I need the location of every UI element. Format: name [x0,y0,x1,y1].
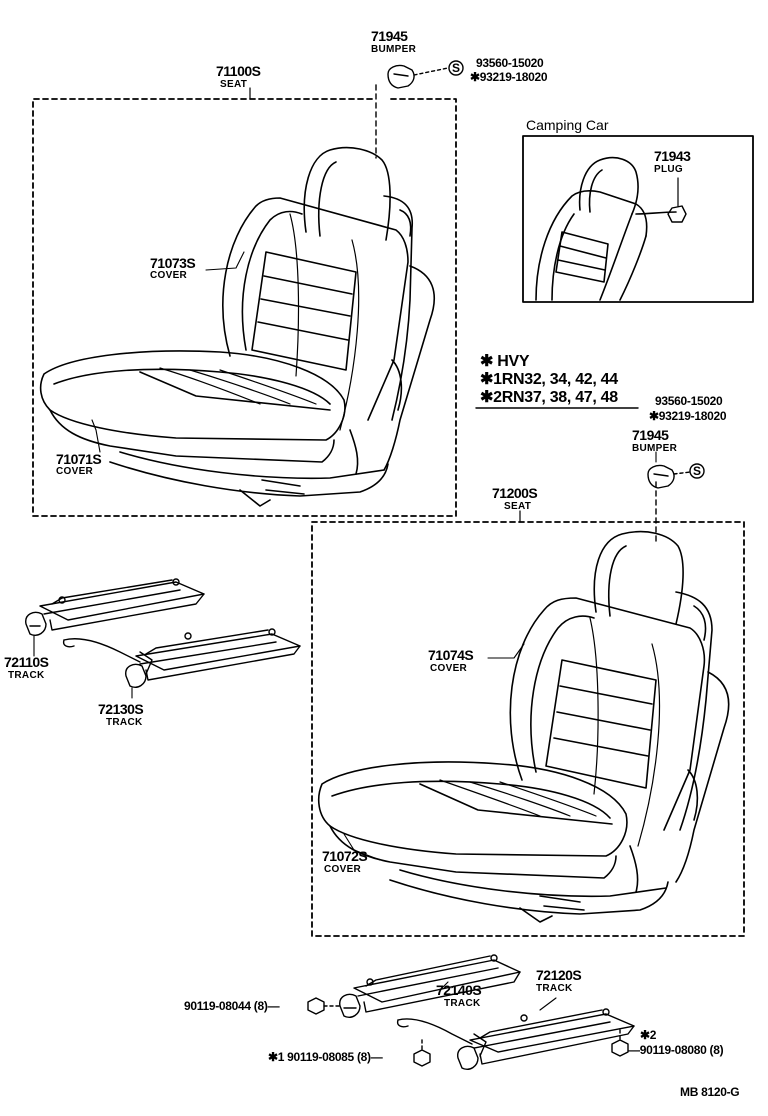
label-72110s-name: TRACK [8,670,45,681]
label-71945-upper-name: BUMPER [371,44,417,55]
part-number-mid-a: 93560-15020 [655,394,723,408]
seat-71200s-group-box [311,521,745,937]
label-71071s-name: COVER [56,466,94,477]
label-71945-lower-name: BUMPER [632,443,678,454]
inset-title: Camping Car [526,117,609,133]
track-72110s-part [25,578,205,636]
legend-line-1: ✱ HVY [480,353,530,370]
bolt-90119-08080-part [611,1029,629,1057]
part-number-bolt-left: 90119-08044 (8)— [184,999,280,1013]
inset-seat-drawing [535,156,687,301]
label-71074s-num: 71074S [428,647,474,663]
leader-lines [33,251,657,1011]
upper-seat-drawing [39,146,435,507]
part-number-bolt-right: —90119-08080 (8) [628,1043,724,1057]
s-symbol-upper-label: S [452,61,460,75]
label-72120s-num: 72120S [536,967,582,983]
label-71071s-num: 71071S [56,451,102,467]
label-71073s-num: 71073S [150,255,196,271]
page-code: MB 8120-G [680,1085,740,1099]
s-symbol-lower-label: S [693,464,701,478]
label-71074s-name: COVER [430,663,468,674]
part-number-bolt-right-mark: ✱2 [640,1028,657,1042]
label-71200s-num: 71200S [492,485,538,501]
track-72140s-part [339,954,521,1018]
track-72120s-part [396,1008,635,1070]
label-71200s-name: SEAT [504,501,532,512]
inset-camping-car-box [522,135,754,303]
label-72110s-num: 72110S [4,654,49,670]
legend-line-3: ✱2RN37, 38, 47, 48 [480,389,618,406]
label-71943-name: PLUG [654,164,683,175]
bolt-90119-08044-part [307,997,341,1015]
bumper-71945-upper-part [387,60,464,89]
part-number-top-a: 93560-15020 [476,56,544,70]
label-71945-upper-num: 71945 [371,28,408,44]
label-72130s-num: 72130S [98,701,144,717]
label-71945-lower-num: 71945 [632,427,669,443]
seat-71100s-group-box [32,98,457,517]
part-number-top-b: ✱93219-18020 [470,70,548,84]
label-72140s-num: 72140S [436,982,482,998]
s-symbol-upper [448,60,464,76]
label-72130s-name: TRACK [106,717,143,728]
label-71943-num: 71943 [654,148,691,164]
bolt-90119-08085-part [413,1039,431,1067]
part-number-mid-b: ✱93219-18020 [649,409,727,423]
label-72140s-name: TRACK [444,998,481,1009]
label-71072s-num: 71072S [322,848,368,864]
label-71073s-name: COVER [150,270,188,281]
label-71072s-name: COVER [324,864,362,875]
label-71100s-num: 71100S [216,63,261,79]
label-72120s-name: TRACK [536,983,573,994]
track-72130s-part [62,628,301,688]
s-symbol-lower [689,463,705,479]
plug-71943-part [667,205,687,223]
part-number-bolt-bottom: ✱1 90119-08085 (8)— [268,1050,383,1064]
lower-seat-drawing [317,530,730,923]
label-71100s-name: SEAT [220,79,248,90]
legend-line-2: ✱1RN32, 34, 42, 44 [480,371,618,388]
bumper-71945-lower-part [647,463,705,489]
